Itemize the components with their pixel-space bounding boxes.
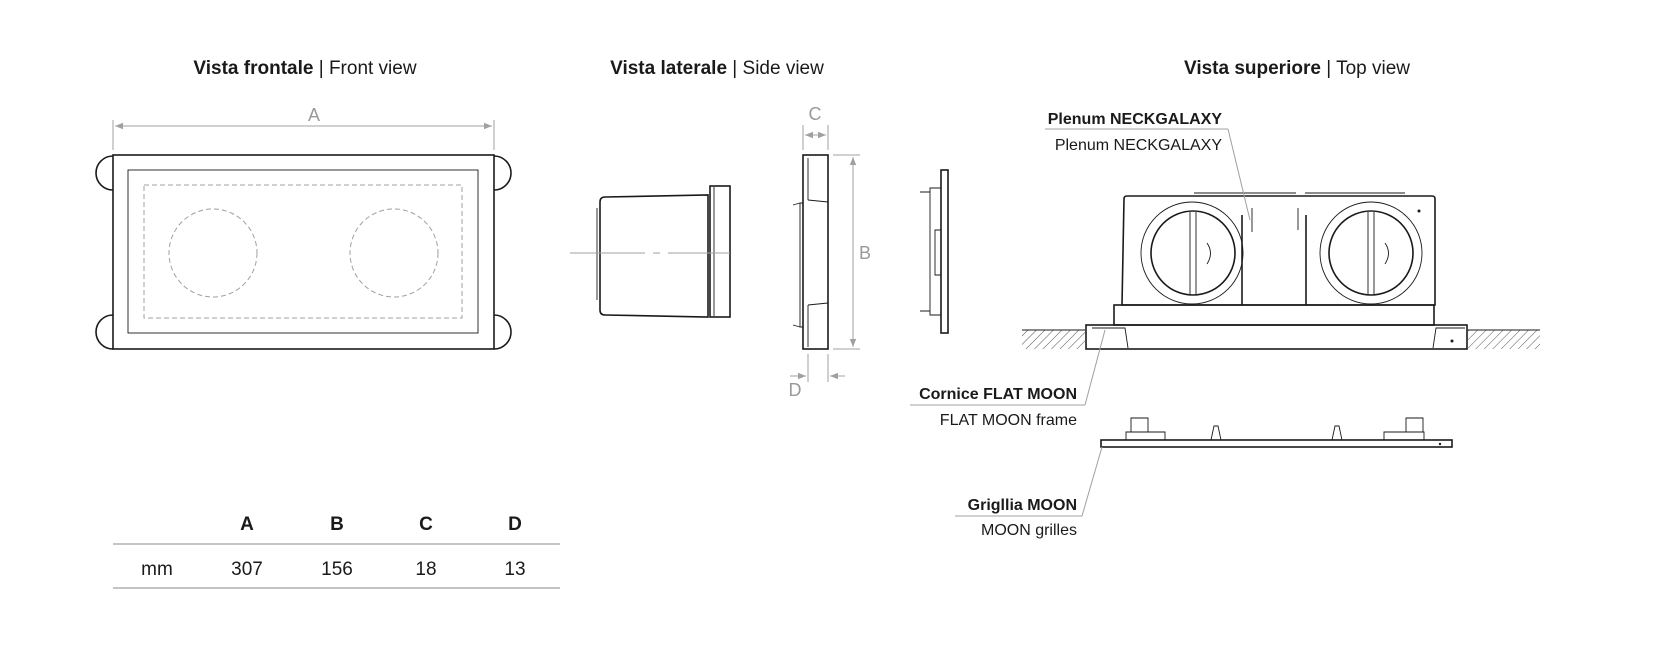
table-header-a: A <box>240 514 254 535</box>
table-cell-c: 18 <box>415 559 436 580</box>
callout-plenum-it: Plenum NECKGALAXY <box>1048 111 1223 128</box>
dimension-c-label: C <box>809 104 822 124</box>
callout-frame: Cornice FLAT MOON FLAT MOON frame <box>910 329 1106 429</box>
dimension-d-label: D <box>789 380 802 400</box>
table-header-b: B <box>330 514 344 535</box>
dimension-table: A B C D mm 307 156 18 13 <box>113 514 560 589</box>
table-cell-unit: mm <box>141 559 173 580</box>
callout-frame-en: FLAT MOON frame <box>940 412 1077 429</box>
side-view-title: Vista laterale | Side view <box>610 58 824 79</box>
top-view-title: Vista superiore | Top view <box>1184 58 1410 79</box>
table-cell-a: 307 <box>231 559 263 580</box>
table-header-c: C <box>419 514 433 535</box>
front-view-title: Vista frontale | Front view <box>193 58 416 79</box>
table-header-d: D <box>508 514 522 535</box>
callout-plenum-en: Plenum NECKGALAXY <box>1055 137 1223 154</box>
table-row: mm 307 156 18 13 <box>141 559 525 580</box>
table-cell-b: 156 <box>321 559 353 580</box>
side-view-plenum <box>570 185 731 318</box>
dimension-b-label: B <box>859 243 871 263</box>
dimension-a-label: A <box>308 105 320 125</box>
callout-grille-it: Grigllia MOON <box>968 497 1077 514</box>
callout-plenum: Plenum NECKGALAXY Plenum NECKGALAXY <box>1045 111 1251 221</box>
callout-frame-it: Cornice FLAT MOON <box>919 386 1077 403</box>
callout-grille-en: MOON grilles <box>981 522 1077 539</box>
table-cell-d: 13 <box>504 559 525 580</box>
front-view-drawing: A <box>95 105 512 350</box>
top-view-drawing <box>1022 192 1540 350</box>
top-view-grille <box>1100 417 1453 448</box>
side-view-grille-profile <box>920 169 949 334</box>
side-view-grille: C B D <box>789 104 872 400</box>
callout-grille: Grigllia MOON MOON grilles <box>955 446 1103 539</box>
